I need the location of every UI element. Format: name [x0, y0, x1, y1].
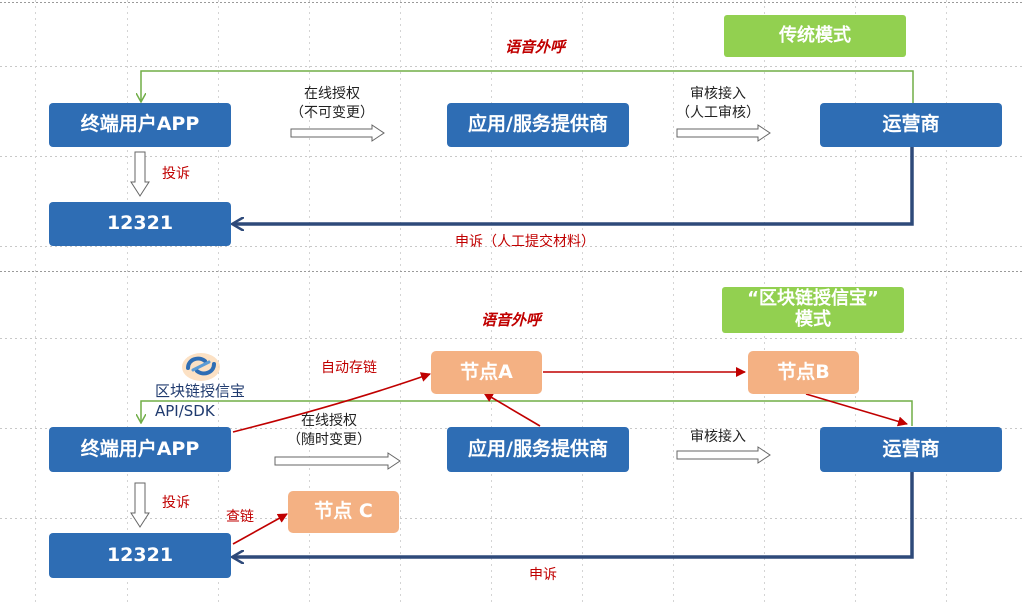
grid-line: [0, 246, 1024, 247]
user-app-box: 终端用户APP: [49, 103, 231, 147]
sdk-caption-line1: 区块链授信宝: [155, 382, 246, 400]
red-arrow-12321-to-node-c: [232, 513, 288, 545]
hotline-12321-box: 12321: [49, 202, 231, 246]
auto-store-label: 自动存链: [321, 360, 377, 376]
query-chain-label: 查链: [226, 509, 254, 525]
review-label-line1: 审核接入: [690, 86, 746, 102]
mode-label-blockchain: “区块链授信宝” 模式: [722, 287, 904, 333]
red-arrow-b-to-carrier: [805, 393, 908, 427]
grid-line: [0, 156, 1024, 157]
appeal-line: [233, 147, 914, 224]
red-arrow-app-to-node-a: [232, 372, 431, 433]
hollow-arrow-right: [676, 446, 771, 464]
hollow-arrow-right: [290, 124, 385, 142]
grid-line: [400, 0, 401, 602]
carrier-box: 运营商: [820, 103, 1002, 147]
section-title: 语音外呼: [481, 311, 542, 329]
node-b-box: 节点B: [748, 351, 859, 394]
auth-label-line2: （随时变更）: [287, 431, 371, 448]
grid-line: [673, 0, 674, 602]
auth-label-line1: 在线授权: [301, 413, 357, 429]
hollow-arrow-right: [676, 124, 771, 142]
grid-line: [0, 518, 1024, 519]
node-c-box: 节点 C: [288, 491, 399, 533]
mode-label-line2: 模式: [795, 309, 831, 330]
auth-label-line2: （不可变更）: [290, 104, 374, 121]
review-label: 审核接入 （人工审核）: [676, 85, 760, 123]
complain-label: 投诉: [162, 166, 190, 182]
grid-line: [491, 0, 492, 602]
carrier-box: 运营商: [820, 427, 1002, 472]
grid-line: [309, 0, 310, 602]
hollow-arrow-down: [130, 151, 150, 197]
grid-line: [0, 66, 1024, 67]
sdk-caption-line2: API/SDK: [155, 401, 215, 420]
grid-line: [218, 0, 219, 602]
section-title: 语音外呼: [505, 38, 566, 56]
appeal-label: 申诉: [529, 567, 557, 583]
hotline-12321-box: 12321: [49, 533, 231, 578]
section-divider: [0, 271, 1024, 272]
auth-label: 在线授权 （随时变更）: [287, 412, 371, 450]
hollow-arrow-down: [130, 482, 150, 528]
provider-box: 应用/服务提供商: [447, 427, 629, 472]
complain-label: 投诉: [162, 495, 190, 511]
red-arrow-provider-to-a: [483, 392, 541, 427]
mode-label-line1: “区块链授信宝”: [747, 288, 879, 310]
top-border: [0, 2, 1024, 3]
appeal-line: [233, 472, 914, 557]
blockchain-credit-logo-icon: [182, 353, 220, 381]
callout-line: [141, 400, 913, 426]
sdk-caption: 区块链授信宝 API/SDK: [155, 382, 245, 421]
grid-line: [0, 338, 1024, 339]
node-a-box: 节点A: [431, 351, 542, 394]
provider-box: 应用/服务提供商: [447, 103, 629, 147]
user-app-box: 终端用户APP: [49, 427, 231, 472]
grid-line: [127, 0, 128, 602]
grid-line: [946, 0, 947, 602]
appeal-label: 申诉（人工提交材料）: [455, 234, 595, 250]
review-label: 审核接入: [690, 429, 746, 445]
hollow-arrow-right: [274, 452, 401, 470]
review-label-line2: （人工审核）: [676, 104, 760, 121]
auth-label-line1: 在线授权: [304, 86, 360, 102]
grid-line: [582, 0, 583, 602]
grid-line: [35, 0, 36, 602]
mode-label-traditional: 传统模式: [724, 15, 906, 57]
auth-label: 在线授权 （不可变更）: [290, 85, 374, 123]
callout-line: [141, 70, 914, 103]
